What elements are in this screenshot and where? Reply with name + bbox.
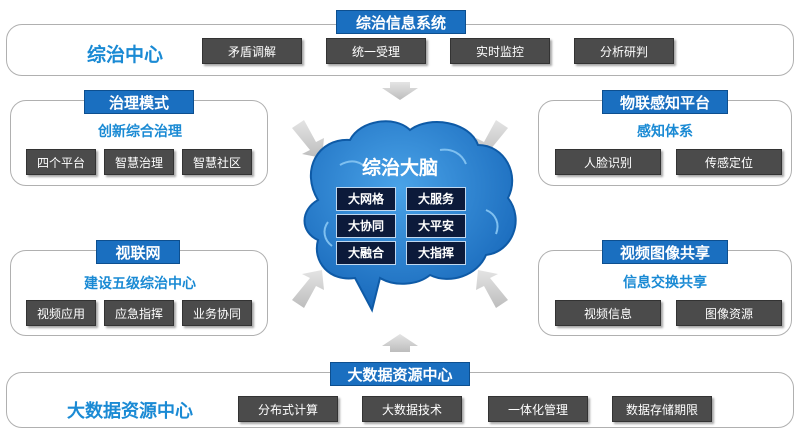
top-tag: 综治信息系统 [336, 10, 466, 34]
arrow-upper-left [292, 120, 324, 158]
brain-chip-5[interactable]: 大融合 [336, 241, 396, 265]
video-sharing-tag: 视频图像共享 [602, 240, 728, 264]
governance-item-2[interactable]: 智慧治理 [104, 149, 174, 175]
arrow-lower-right [476, 270, 508, 308]
brain-title: 综治大脑 [361, 157, 438, 179]
governance-item-3[interactable]: 智慧社区 [182, 149, 252, 175]
top-item-3[interactable]: 实时监控 [450, 38, 550, 64]
iot-title: 感知体系 [637, 124, 693, 140]
brain-chip-6[interactable]: 大指挥 [406, 241, 466, 265]
video-network-item-1[interactable]: 视频应用 [26, 300, 96, 326]
bigdata-tag: 大数据资源中心 [330, 362, 470, 386]
brain-chip-3[interactable]: 大协同 [336, 214, 396, 238]
bigdata-item-1[interactable]: 分布式计算 [238, 396, 338, 422]
iot-tag: 物联感知平台 [602, 90, 728, 114]
arrow-up-bottom [382, 334, 418, 352]
brain-chip-2[interactable]: 大服务 [406, 187, 466, 211]
video-network-title: 建设五级综治中心 [84, 276, 196, 292]
top-item-2[interactable]: 统一受理 [326, 38, 426, 64]
iot-item-2[interactable]: 传感定位 [676, 149, 782, 175]
video-sharing-item-1[interactable]: 视频信息 [555, 300, 661, 326]
brain-chip-1[interactable]: 大网格 [336, 187, 396, 211]
video-network-item-3[interactable]: 业务协同 [182, 300, 252, 326]
iot-item-1[interactable]: 人脸识别 [555, 149, 661, 175]
video-network-item-2[interactable]: 应急指挥 [104, 300, 174, 326]
governance-item-1[interactable]: 四个平台 [26, 149, 96, 175]
governance-title: 创新综合治理 [98, 124, 182, 140]
bigdata-item-4[interactable]: 数据存储期限 [612, 396, 712, 422]
arrow-down-top [382, 82, 418, 100]
governance-tag: 治理模式 [84, 90, 194, 114]
video-network-tag: 视联网 [96, 240, 180, 264]
arrow-lower-left [292, 270, 324, 308]
brain-chip-4[interactable]: 大平安 [406, 214, 466, 238]
bigdata-item-3[interactable]: 一体化管理 [488, 396, 588, 422]
top-title: 综治中心 [86, 44, 163, 66]
video-sharing-item-2[interactable]: 图像资源 [676, 300, 782, 326]
bigdata-title: 大数据资源中心 [67, 401, 193, 422]
bigdata-item-2[interactable]: 大数据技术 [362, 396, 462, 422]
top-item-4[interactable]: 分析研判 [574, 38, 674, 64]
top-item-1[interactable]: 矛盾调解 [202, 38, 302, 64]
video-sharing-title: 信息交换共享 [623, 275, 707, 291]
